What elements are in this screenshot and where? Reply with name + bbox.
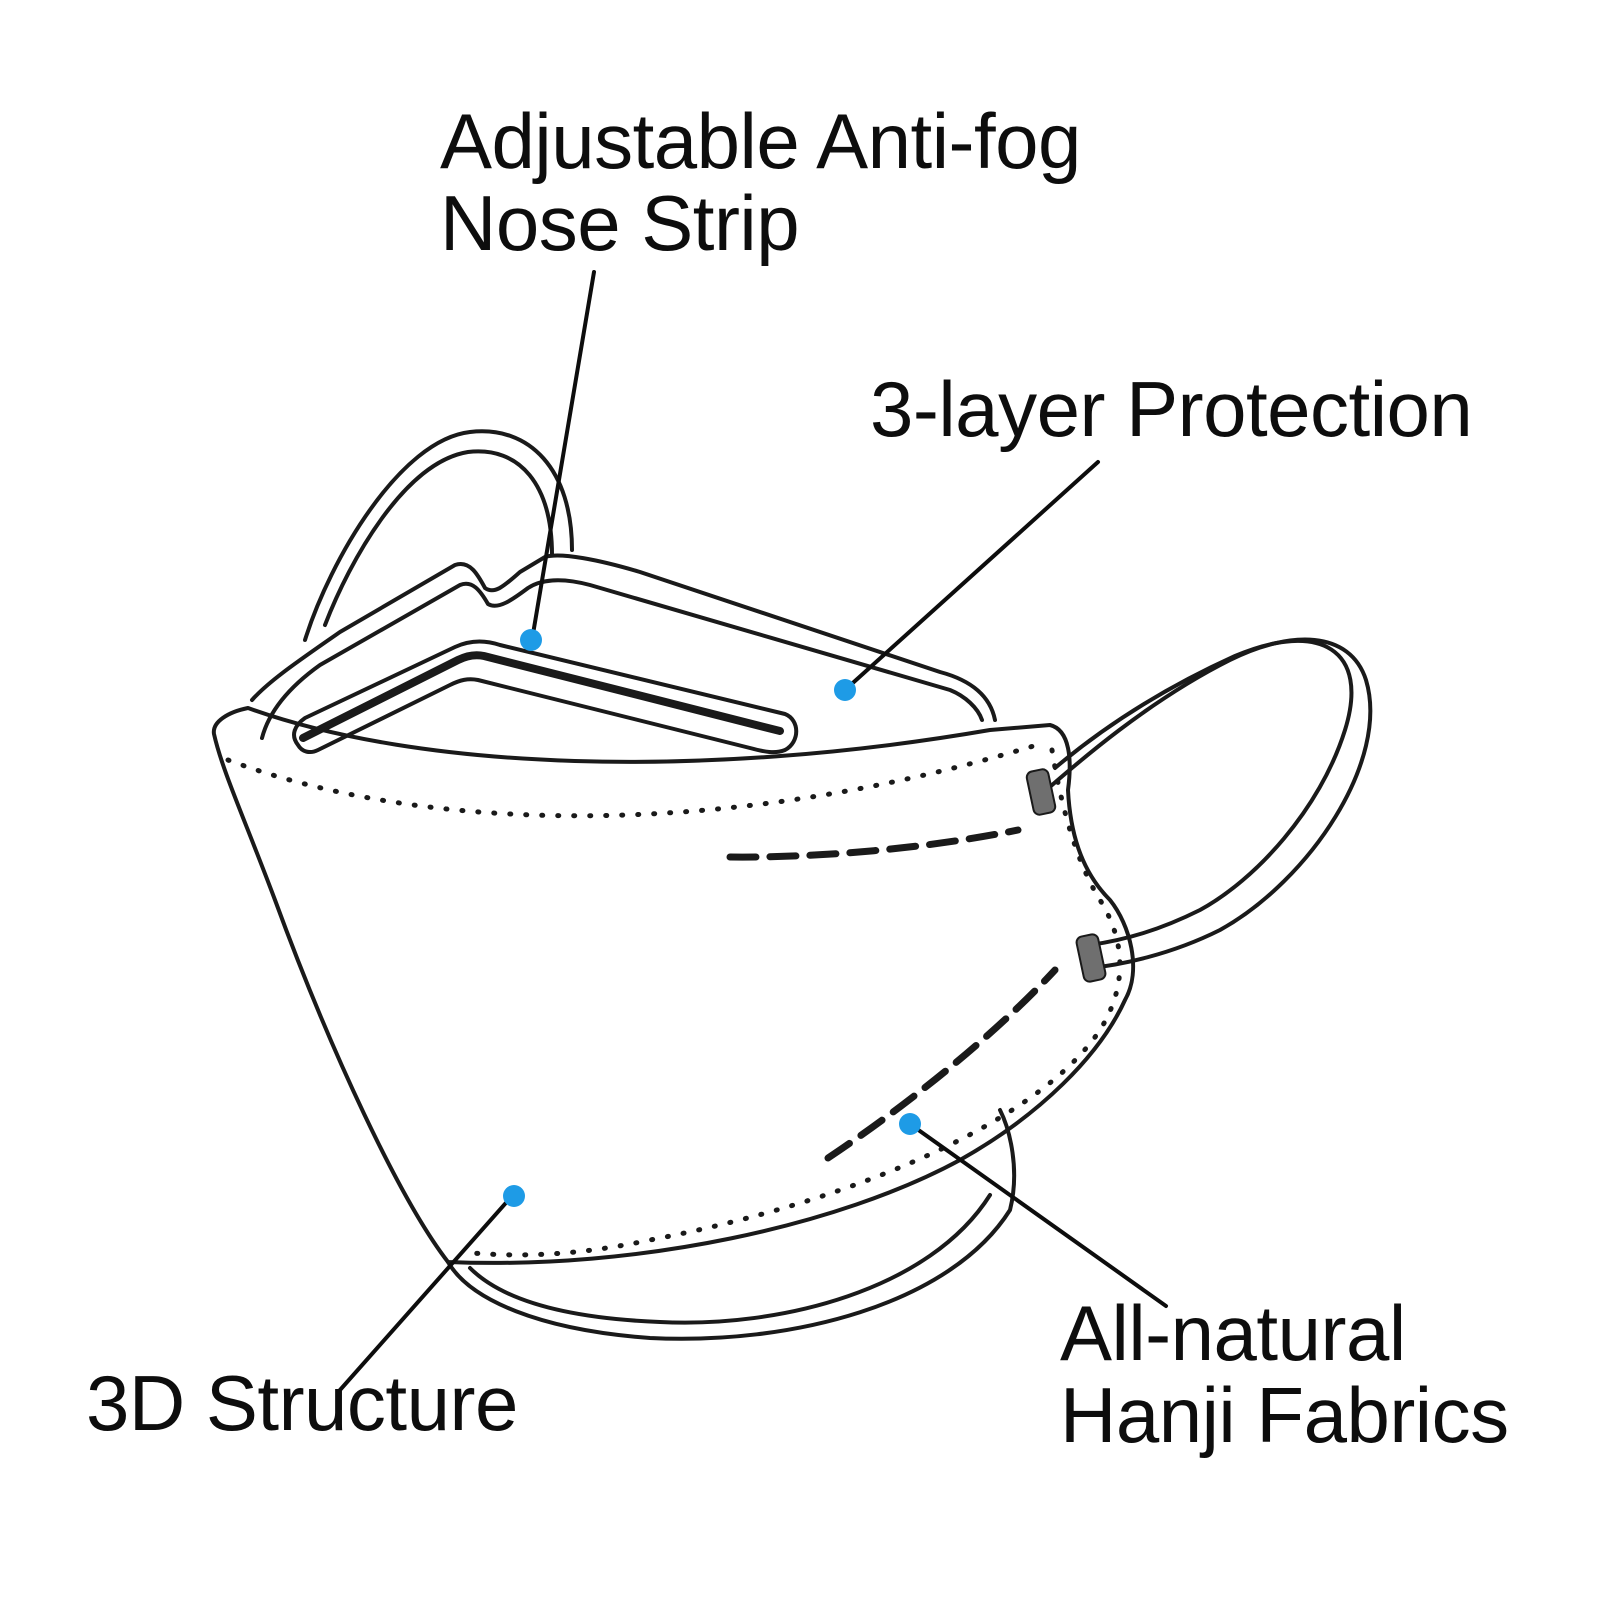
nose-strip-pocket [294, 641, 796, 752]
ear-loop-weld-lower [1075, 933, 1106, 983]
mask-front-body [214, 708, 1133, 1263]
label-protection-line1: 3-layer Protection [870, 368, 1472, 450]
fold-line-upper [730, 830, 1018, 857]
leader-line-protection [845, 462, 1098, 690]
marker-fabrics [899, 1113, 921, 1135]
fold-line-lower [828, 970, 1055, 1158]
ear-loop-front [1035, 640, 1370, 968]
ear-loop-weld-upper [1026, 768, 1057, 816]
label-structure: 3D Structure [86, 1362, 518, 1444]
label-nose-strip: Adjustable Anti-fog Nose Strip [440, 100, 1081, 264]
label-nose-strip-line2: Nose Strip [440, 182, 1081, 264]
marker-nose-strip [520, 629, 542, 651]
label-nose-strip-line1: Adjustable Anti-fog [440, 100, 1081, 182]
chin-layer-inner [470, 1195, 990, 1323]
label-protection: 3-layer Protection [870, 368, 1472, 450]
leader-line-fabrics [910, 1124, 1166, 1306]
label-fabrics-line2: Hanji Fabrics [1060, 1374, 1509, 1456]
seam-top-dotted [228, 744, 1040, 816]
marker-structure [503, 1185, 525, 1207]
marker-protection [834, 679, 856, 701]
label-fabrics-line1: All-natural [1060, 1292, 1509, 1374]
label-structure-line1: 3D Structure [86, 1362, 518, 1444]
label-fabrics: All-natural Hanji Fabrics [1060, 1292, 1509, 1456]
